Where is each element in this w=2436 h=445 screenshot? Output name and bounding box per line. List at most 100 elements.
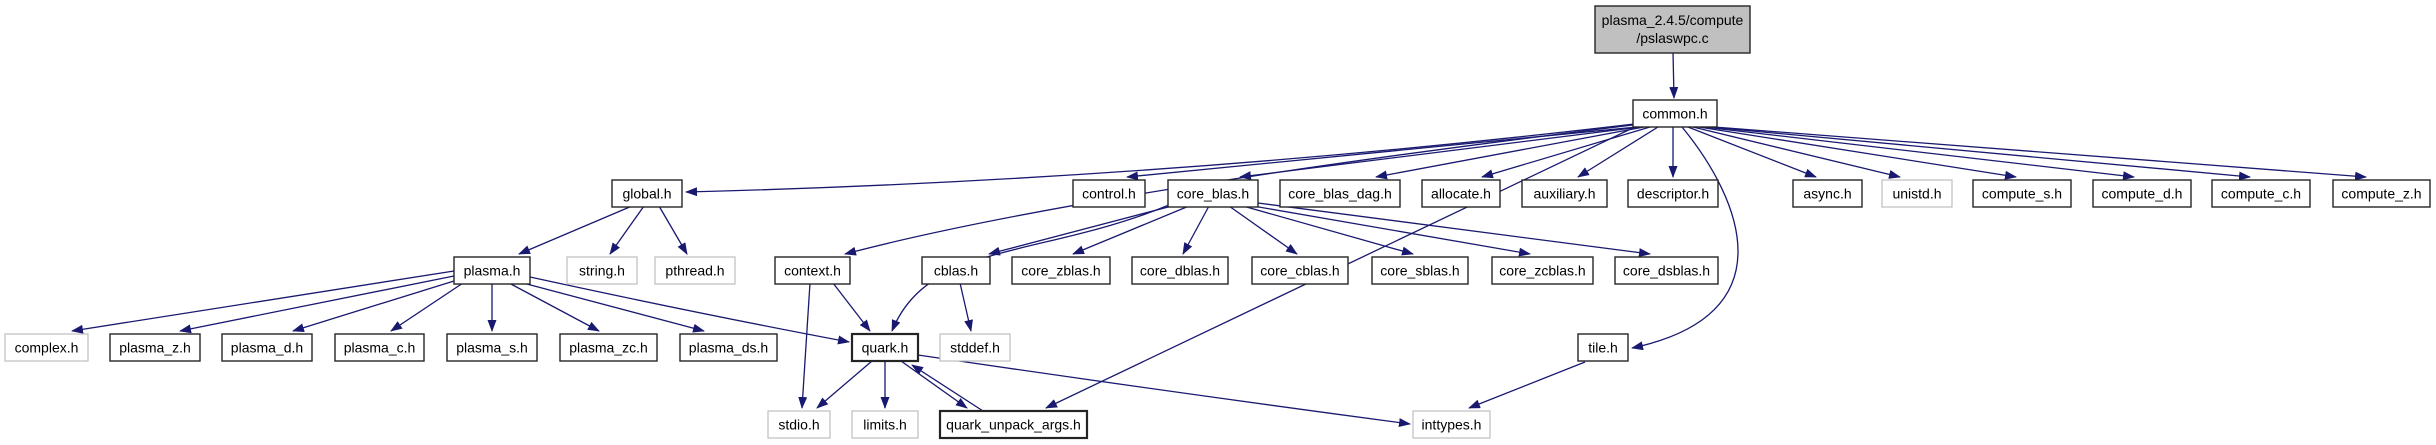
node-plasma-z-h[interactable]: plasma_z.h: [109, 333, 201, 362]
edge-global_h-pthread_h: [658, 205, 688, 255]
edge-core_blas_h-core_dblas_h: [1182, 205, 1210, 255]
node-label: core_blas.h: [1177, 186, 1249, 202]
edge-context_h-stdio_h: [798, 282, 811, 409]
node-core-cblas-h[interactable]: core_cblas.h: [1251, 256, 1349, 285]
node-label: cblas.h: [934, 263, 978, 279]
edge-core_blas_h-cblas_h: [988, 205, 1173, 256]
node-label: plasma_c.h: [344, 340, 416, 356]
node-label: stdio.h: [778, 417, 819, 433]
node-label: compute_z.h: [2341, 186, 2421, 202]
node-core-blas-h[interactable]: core_blas.h: [1167, 179, 1259, 208]
node-core-blas-dag-h[interactable]: core_blas_dag.h: [1279, 179, 1401, 208]
node-inttypes-h: inttypes.h: [1412, 410, 1491, 439]
node-label: plasma.h: [464, 263, 521, 279]
node-plasma-ds-h[interactable]: plasma_ds.h: [679, 333, 778, 362]
edge-common_h-auxiliary_h: [1577, 126, 1659, 178]
node-label: plasma_2.4.5/compute/pslaswpc.c: [1602, 12, 1744, 46]
node-label: quark.h: [862, 340, 909, 356]
node-plasma-h[interactable]: plasma.h: [453, 256, 531, 285]
edge-tile_h-inttypes_h: [1468, 361, 1586, 409]
node-label: inttypes.h: [1422, 417, 1482, 433]
node-label: tile.h: [1588, 340, 1618, 356]
edge-common_h-core_blas_dag_h: [1375, 126, 1645, 180]
node-plasma-zc-h[interactable]: plasma_zc.h: [559, 333, 658, 362]
edge-quark_unpack_args_h-quark_h: [911, 364, 984, 412]
node-label: async.h: [1803, 186, 1851, 202]
edge-context_h-quark_h: [832, 282, 871, 332]
node-quark-h[interactable]: quark.h: [850, 332, 920, 363]
node-label: plasma_z.h: [119, 340, 191, 356]
node-cblas-h[interactable]: cblas.h: [921, 256, 991, 285]
edge-core_blas_h-core_dsblas_h: [1257, 202, 1651, 258]
edge-common_h-unistd_h: [1692, 126, 1901, 179]
edge-global_h-plasma_h: [518, 205, 633, 255]
node-compute-c-h[interactable]: compute_c.h: [2211, 179, 2311, 208]
edge-common_h-tile_h: [1631, 126, 1739, 351]
node-label: plasma_s.h: [456, 340, 528, 356]
node-label: allocate.h: [1431, 186, 1491, 202]
node-label: plasma_ds.h: [689, 340, 768, 356]
node-label: common.h: [1642, 106, 1707, 122]
edge-quark_h-quark_unpack_args_h: [900, 360, 968, 409]
node-root: plasma_2.4.5/compute/pslaswpc.c: [1594, 5, 1751, 54]
node-label: plasma_zc.h: [569, 340, 648, 356]
node-control-h[interactable]: control.h: [1072, 179, 1146, 208]
edge-quark_h-inttypes_h: [917, 354, 1411, 428]
edge-common_h-context_h: [844, 124, 1634, 256]
node-label: limits.h: [863, 417, 907, 433]
edge-common_h-compute_z_h: [1713, 126, 2367, 181]
node-core-zcblas-h[interactable]: core_zcblas.h: [1491, 256, 1594, 285]
node-descriptor-h[interactable]: descriptor.h: [1627, 179, 1719, 208]
edge-plasma_h-plasma_zc_h: [508, 282, 600, 332]
edge-plasma_h-plasma_z_h: [179, 275, 455, 334]
node-label: auxiliary.h: [1534, 186, 1596, 202]
edge-core_blas_h-quark_h: [891, 204, 1170, 332]
node-quark-unpack-args-h[interactable]: quark_unpack_args.h: [938, 409, 1089, 440]
edge-common_h-async_h: [1687, 126, 1817, 178]
node-core-dsblas-h[interactable]: core_dsblas.h: [1614, 256, 1719, 285]
node-stddef-h: stddef.h: [939, 333, 1011, 362]
node-plasma-c-h[interactable]: plasma_c.h: [334, 333, 425, 362]
edge-quark_h-stdio_h: [816, 360, 873, 409]
node-compute-d-h[interactable]: compute_d.h: [2092, 179, 2192, 208]
node-label: core_blas_dag.h: [1288, 186, 1392, 202]
node-label: core_zcblas.h: [1499, 263, 1585, 279]
node-compute-z-h[interactable]: compute_z.h: [2332, 179, 2431, 208]
node-allocate-h[interactable]: allocate.h: [1421, 179, 1501, 208]
edge-core_blas_h-core_sblas_h: [1242, 205, 1414, 256]
edge-common_h-allocate_h: [1481, 126, 1651, 179]
node-pthread-h: pthread.h: [654, 256, 736, 285]
edge-plasma_h-quark_h: [529, 276, 850, 345]
node-plasma-d-h[interactable]: plasma_d.h: [221, 333, 313, 362]
node-label: core_sblas.h: [1380, 263, 1459, 279]
edge-plasma_h-plasma_ds_h: [522, 282, 705, 333]
node-plasma-s-h[interactable]: plasma_s.h: [446, 333, 538, 362]
node-tile-h[interactable]: tile.h: [1577, 333, 1629, 362]
node-core-dblas-h[interactable]: core_dblas.h: [1131, 256, 1229, 285]
node-core-sblas-h[interactable]: core_sblas.h: [1371, 256, 1469, 285]
node-label: core_zblas.h: [1021, 263, 1100, 279]
edge-common_h-global_h: [685, 123, 1635, 197]
node-label: global.h: [622, 186, 671, 202]
node-label: compute_s.h: [1982, 186, 2062, 202]
edge-cblas_h-stddef_h: [959, 282, 973, 332]
edge-root-common_h: [1669, 51, 1679, 99]
node-async-h[interactable]: async.h: [1792, 179, 1863, 208]
node-compute-s-h[interactable]: compute_s.h: [1972, 179, 2072, 208]
node-context-h[interactable]: context.h: [774, 256, 851, 285]
node-global-h[interactable]: global.h: [611, 179, 683, 208]
node-label: context.h: [784, 263, 841, 279]
edge-common_h-compute_c_h: [1708, 126, 2251, 181]
node-label: pthread.h: [665, 263, 724, 279]
node-limits-h: limits.h: [851, 410, 919, 439]
node-label: quark_unpack_args.h: [946, 417, 1081, 433]
node-common-h[interactable]: common.h: [1632, 99, 1718, 128]
node-string-h: string.h: [566, 256, 638, 285]
node-auxiliary-h[interactable]: auxiliary.h: [1521, 179, 1608, 208]
edge-common_h-compute_s_h: [1698, 126, 2017, 180]
node-core-zblas-h[interactable]: core_zblas.h: [1011, 256, 1111, 285]
edge-common_h-compute_d_h: [1703, 126, 2135, 181]
edge-global_h-string_h: [609, 205, 645, 255]
